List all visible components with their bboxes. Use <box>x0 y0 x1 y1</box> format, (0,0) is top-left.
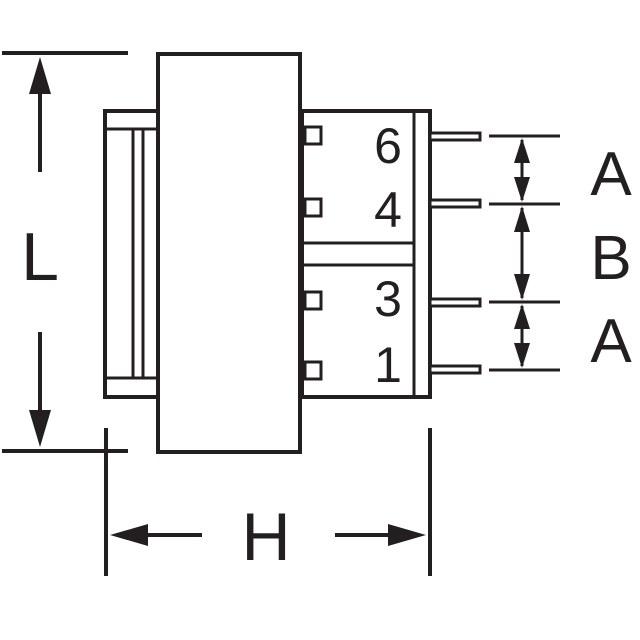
l-label: L <box>21 219 59 295</box>
pin-number-1: 1 <box>374 337 402 393</box>
pin-pitch-dimensions: A B A <box>489 134 632 376</box>
h-arrow-left <box>110 524 148 546</box>
left-bobbin-flange <box>103 109 161 399</box>
pitch-bottom-arrow-down <box>514 343 530 368</box>
pin-pad-3 <box>303 290 323 311</box>
pin-lead-1 <box>428 364 482 375</box>
pin-pad-1 <box>303 360 323 381</box>
pin-number-4: 4 <box>374 182 402 238</box>
pitch-bottom-label: A <box>590 307 632 376</box>
pitch-bottom-arrow-up <box>514 304 530 329</box>
pin-leads <box>428 131 482 375</box>
right-terminal-block: 6 4 3 1 <box>300 109 432 399</box>
dimension-h: H <box>104 428 432 576</box>
terminal-block-outline <box>300 109 432 399</box>
core-body <box>156 52 302 454</box>
l-arrow-down <box>29 410 51 447</box>
pitch-middle-arrow-up <box>514 206 530 232</box>
pin-lead-4 <box>428 198 482 209</box>
pin-lead-3 <box>428 297 482 308</box>
pitch-middle-arrow-down <box>514 274 530 300</box>
pin-number-6: 6 <box>374 118 402 174</box>
pin-pad-6 <box>303 125 323 146</box>
h-arrow-right <box>388 524 426 546</box>
pitch-top-label: A <box>590 140 632 209</box>
pitch-middle-label: B <box>590 224 631 293</box>
pitch-top-arrow-up <box>514 138 530 163</box>
dimension-l: L <box>2 51 128 453</box>
pitch-top-arrow-down <box>514 177 530 202</box>
pin-lead-6 <box>428 131 482 142</box>
pin-number-3: 3 <box>374 271 402 327</box>
l-arrow-up <box>29 57 51 94</box>
pin-pad-4 <box>303 197 323 218</box>
h-label: H <box>241 499 290 575</box>
